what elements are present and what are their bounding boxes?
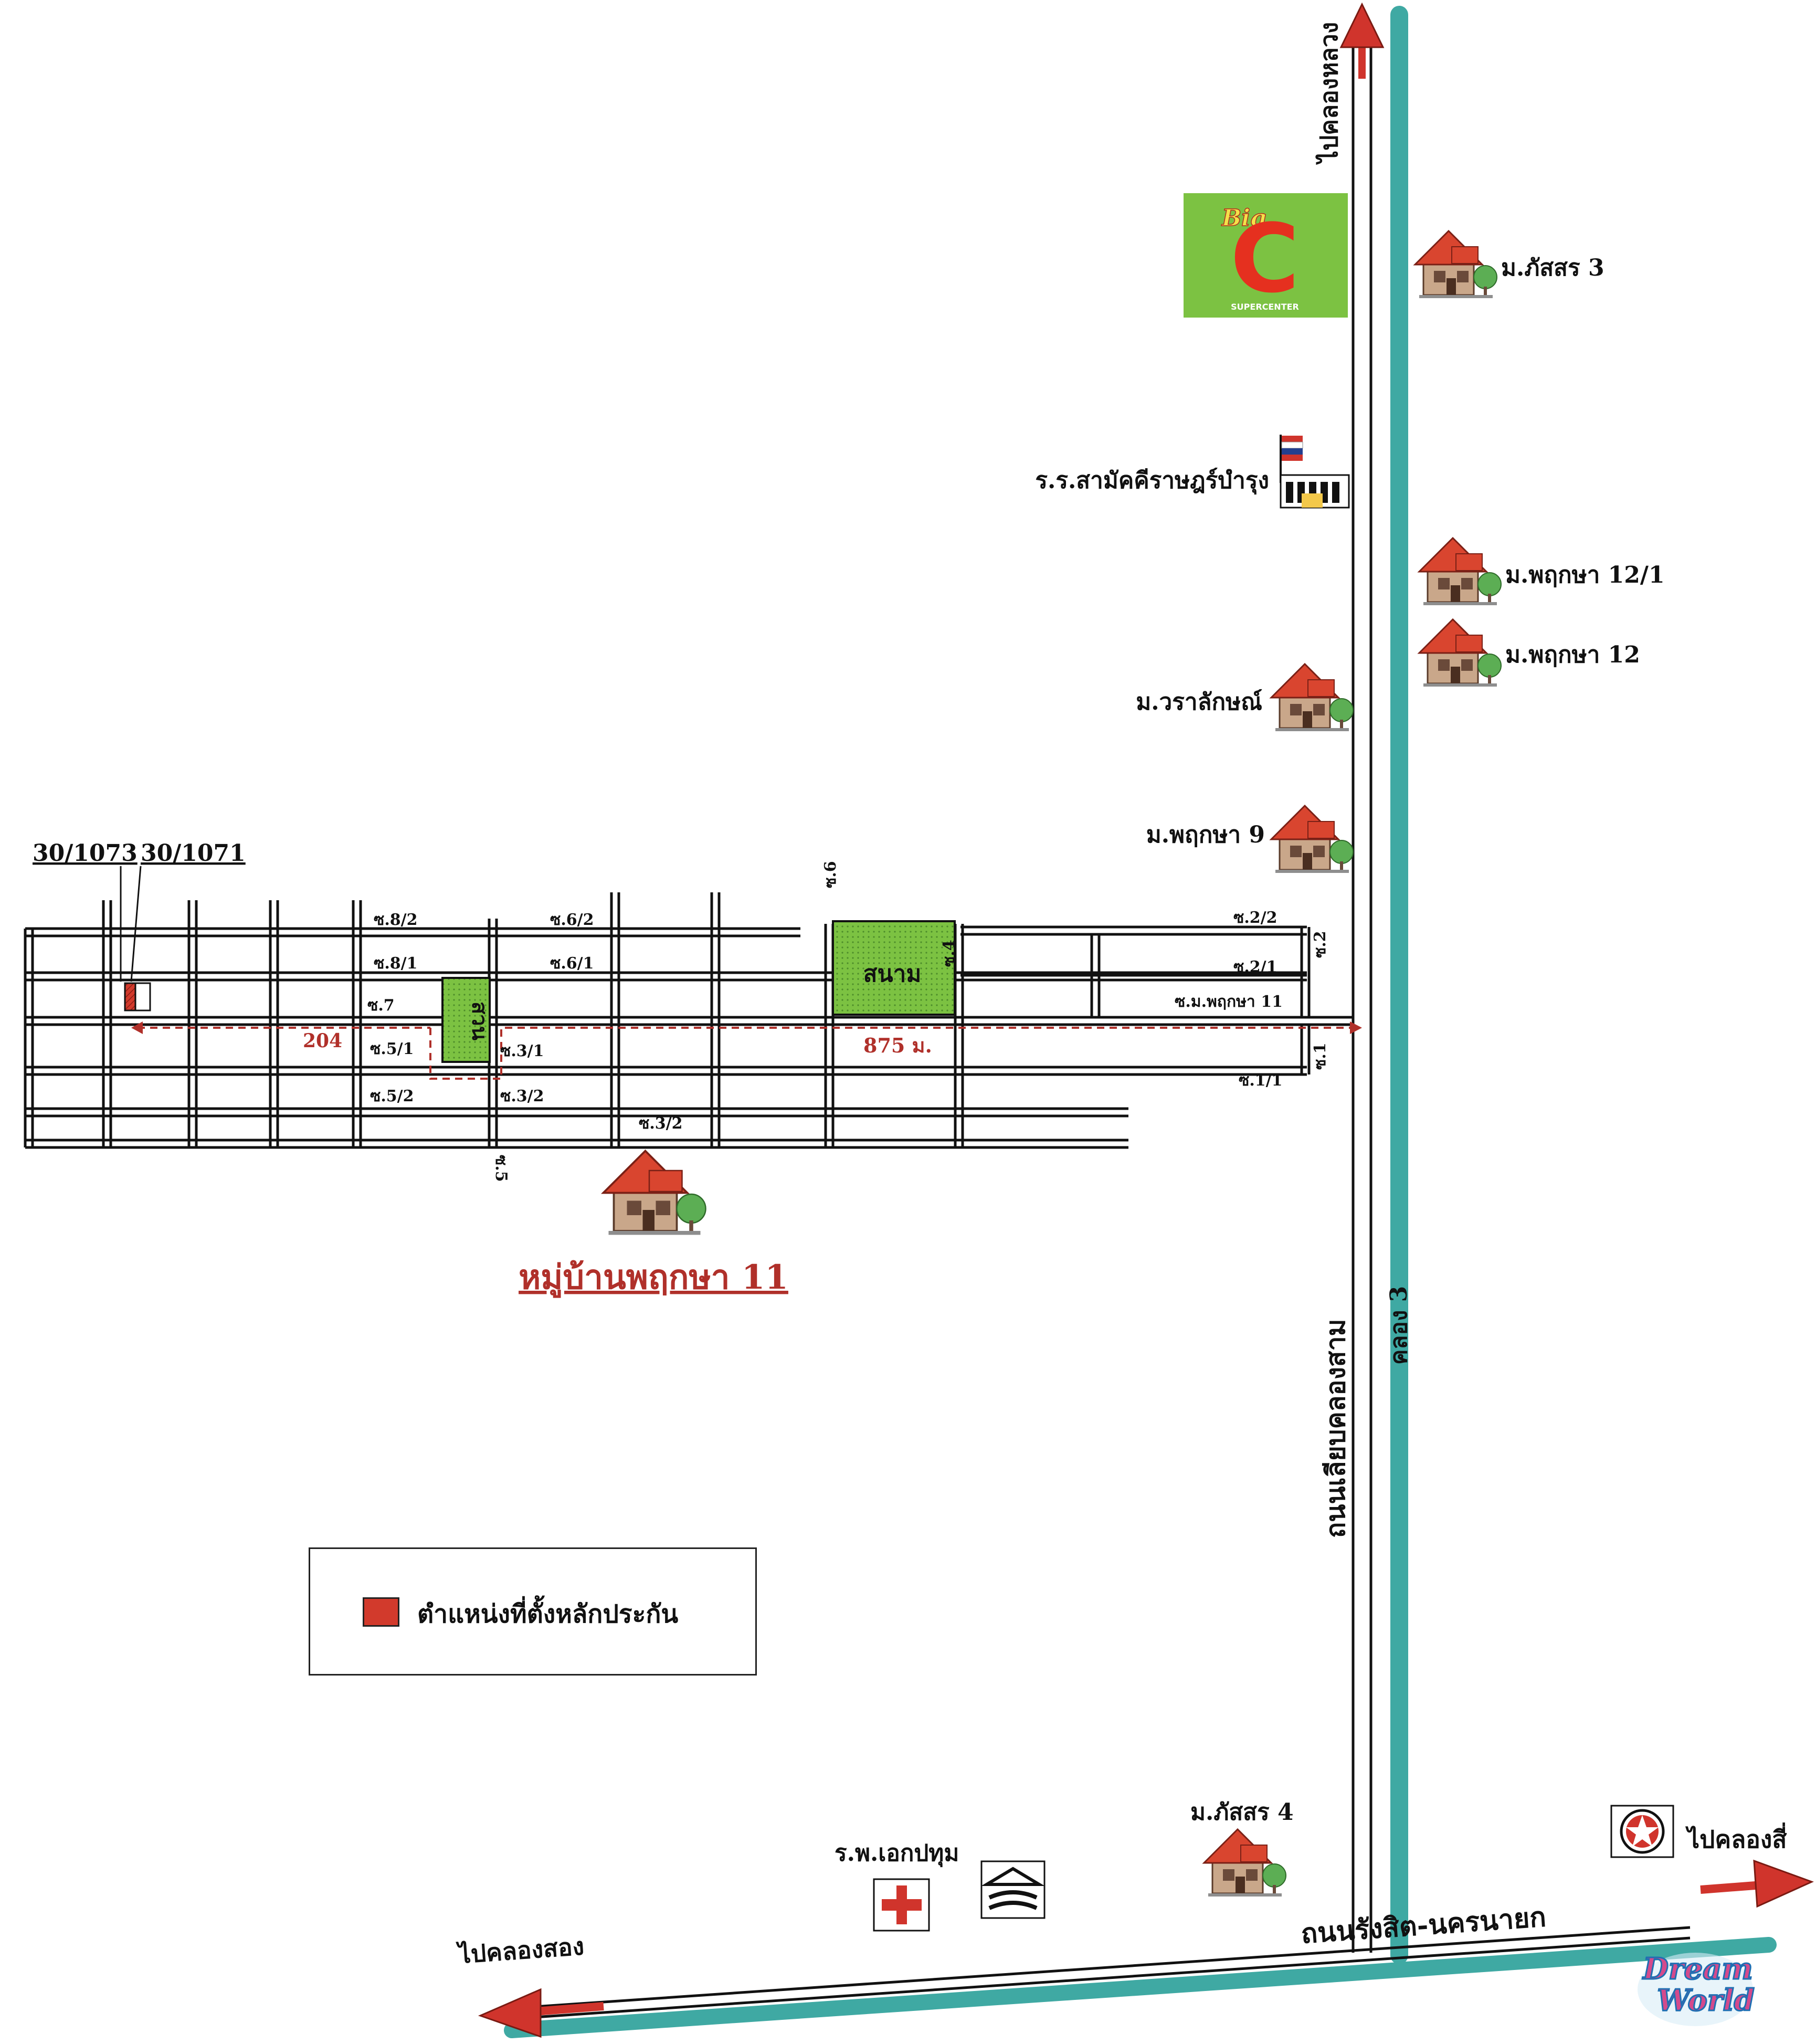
distance-875: 875 ม. — [863, 1034, 932, 1057]
dream-world-logo: Dream World — [1638, 1951, 1755, 2026]
field — [832, 920, 956, 1016]
svg-text:ซ.ม.พฤกษา 11: ซ.ม.พฤกษา 11 — [1175, 993, 1283, 1011]
svg-text:ซ.2/1: ซ.2/1 — [1233, 958, 1277, 976]
north-arrow — [1339, 2, 1385, 79]
svg-text:ซ.8/2: ซ.8/2 — [374, 911, 418, 929]
svg-text:C: C — [1230, 204, 1300, 314]
svg-text:ซ.1: ซ.1 — [1311, 1042, 1329, 1070]
legend-swatch — [363, 1597, 399, 1627]
prueksa12-1-label: ม.พฤกษา 12/1 — [1505, 562, 1665, 588]
pattasorn3-house-icon — [1414, 230, 1498, 299]
to-khlong-luang-label: ไปคลองหลวง — [1315, 22, 1343, 165]
plot-box — [124, 982, 151, 1012]
svg-text:ซ.4: ซ.4 — [940, 940, 958, 967]
pattasorn4-label: ม.ภัสสร 4 — [1190, 1799, 1294, 1826]
svg-text:ซ.3/2: ซ.3/2 — [500, 1087, 544, 1105]
svg-text:Dream: Dream — [1642, 1952, 1752, 1986]
arrow-to-khlong-si — [1700, 1859, 1814, 1908]
svg-text:Big: Big — [1221, 205, 1266, 231]
route-dashed — [138, 1027, 1354, 1080]
rangsit-road — [511, 1926, 1691, 2020]
rangsit-road-label: ถนนรังสิต-นครนายก — [1300, 1901, 1547, 1950]
park-label: สวน — [467, 1002, 492, 1040]
svg-text:ซ.6/1: ซ.6/1 — [550, 954, 594, 973]
svg-text:ซ.8/1: ซ.8/1 — [374, 954, 418, 973]
svg-text:ซ.3/2: ซ.3/2 — [639, 1114, 683, 1133]
svg-text:ซ.3/1: ซ.3/1 — [500, 1042, 544, 1060]
canal-bottom — [504, 1937, 1777, 2038]
khlong-sam-road — [1352, 47, 1372, 1953]
prueksa12-1-house-icon — [1418, 537, 1502, 606]
bank-icon — [980, 1860, 1046, 1919]
village-house-icon — [602, 1150, 707, 1236]
plot-pointer-right — [130, 866, 142, 982]
svg-text:ซ.2: ซ.2 — [1311, 931, 1329, 958]
big-c-logo: Big C SUPERCENTER — [1184, 193, 1348, 318]
school-label: ร.ร.สามัคคีราษฎร์บำรุง — [1035, 467, 1269, 495]
hospital-label: ร.พ.เอกปทุม — [835, 1840, 959, 1868]
svg-text:World: World — [1657, 1983, 1755, 2018]
pattasorn3-label: ม.ภัสสร 3 — [1501, 255, 1604, 281]
varalak-house-icon — [1270, 663, 1354, 732]
to-khlong-song-label: ไปคลองสอง — [455, 1932, 585, 1969]
soi-labels: ซ.8/2 ซ.8/1 ซ.7 ซ.5/1 ซ.5/2 ซ.6/2 ซ.6/1 … — [367, 861, 1329, 1182]
svg-text:ซ.5: ซ.5 — [492, 1155, 510, 1182]
svg-text:ซ.1/1: ซ.1/1 — [1239, 1071, 1283, 1090]
varalak-label: ม.วราลักษณ์ — [1136, 689, 1262, 715]
to-khlong-si-label: ไปคลองสี่ — [1685, 1822, 1787, 1853]
distance-204: 204 — [303, 1030, 342, 1052]
svg-text:ซ.2/2: ซ.2/2 — [1233, 909, 1277, 927]
prueksa9-house-icon — [1270, 805, 1354, 874]
legend-label: ตำแหน่งที่ตั้งหลักประกัน — [417, 1599, 679, 1629]
arrow-to-khlong-song — [478, 1988, 604, 2038]
khlong-sam-road-label: ถนนเลียบคลองสาม — [1320, 1319, 1351, 1538]
canal-3-label: คลอง 3 — [1386, 1286, 1412, 1365]
prueksa9-label: ม.พฤกษา 9 — [1146, 821, 1265, 848]
pattasorn4-house-icon — [1203, 1828, 1287, 1898]
plot-label-30-1073: 30/1073 — [33, 840, 138, 867]
svg-text:ซ.5/1: ซ.5/1 — [370, 1040, 414, 1058]
svg-text:ซ.6/2: ซ.6/2 — [550, 911, 594, 929]
prueksa12-label: ม.พฤกษา 12 — [1505, 641, 1640, 668]
hospital-icon — [873, 1878, 930, 1932]
caltex-icon — [1610, 1805, 1674, 1858]
school-icon — [1280, 435, 1350, 509]
village-grid — [24, 892, 1353, 1149]
field-label: สนาม — [863, 961, 922, 987]
svg-text:ซ.5/2: ซ.5/2 — [370, 1087, 414, 1105]
legend: ตำแหน่งที่ตั้งหลักประกัน — [309, 1547, 757, 1676]
svg-text:ซ.7: ซ.7 — [367, 996, 395, 1015]
svg-text:SUPERCENTER: SUPERCENTER — [1231, 302, 1299, 312]
route-arrow-left — [131, 1021, 143, 1034]
village-title: หมู่บ้านพฤกษา 11 — [519, 1258, 788, 1298]
svg-text:ซ.6: ซ.6 — [821, 861, 840, 888]
route-arrow-end — [1350, 1021, 1362, 1034]
prueksa12-house-icon — [1418, 618, 1502, 688]
plot-label-30-1071: 30/1071 — [141, 840, 246, 867]
collateral-plot-marker[interactable] — [124, 982, 136, 1012]
park — [441, 977, 491, 1063]
